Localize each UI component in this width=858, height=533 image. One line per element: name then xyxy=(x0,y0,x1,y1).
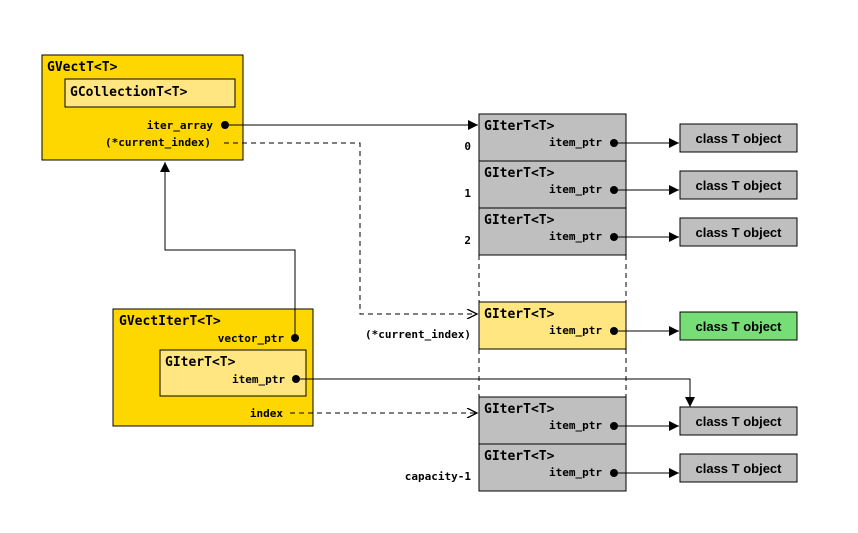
gvectiter-item-ptr-dot xyxy=(292,375,300,383)
iter-cell-field: item_ptr xyxy=(549,183,602,196)
iter-cell-index-label: 0 xyxy=(464,140,471,153)
class-object-label: class T object xyxy=(696,131,783,146)
class-object-box xyxy=(679,217,798,247)
gcollection-title: GCollectionT<T> xyxy=(70,85,188,100)
class-object-box xyxy=(679,311,798,341)
class-object-box xyxy=(679,123,798,153)
iter-cell-field: item_ptr xyxy=(549,419,602,432)
iter-cell-field: item_ptr xyxy=(549,136,602,149)
class-object-box xyxy=(679,453,798,483)
gvectiter-vector-ptr-label: vector_ptr xyxy=(218,332,285,345)
iter-cell-title: GIterT<T> xyxy=(484,402,555,417)
iter-cell-index-label: 2 xyxy=(464,234,471,247)
iter-cell-title: GIterT<T> xyxy=(484,213,555,228)
class-object-box xyxy=(679,170,798,200)
gvectiter-inner-title: GIterT<T> xyxy=(165,355,236,370)
iter-cell-field: item_ptr xyxy=(549,230,602,243)
class-object-label: class T object xyxy=(696,414,783,429)
iter-cell: GIterT<T> item_ptr 0 class T object xyxy=(464,113,798,162)
gvectiter-box: GVectIterT<T> vector_ptr GIterT<T> item_… xyxy=(112,308,314,427)
iter-cell-title: GIterT<T> xyxy=(484,166,555,181)
iter-cell-pointer-dot xyxy=(610,233,618,241)
gvectiter-inner-iter-box xyxy=(159,349,307,397)
iter-cell: GIterT<T> item_ptr capacity-1 class T objec… xyxy=(405,443,798,492)
iter-cell-pointer-dot xyxy=(610,327,618,335)
class-object-label: class T object xyxy=(696,178,783,193)
iter-cell: GIterT<T> item_ptr 1 class T object xyxy=(464,160,798,209)
iter-cell-box xyxy=(478,207,627,256)
iter-cell-box xyxy=(478,443,627,492)
iter-cell-index-label: (*current_index) xyxy=(365,328,471,341)
gvect-title: GVectT<T> xyxy=(47,60,118,75)
gvectiter-index-label: index xyxy=(250,407,283,420)
iter-cell-title: GIterT<T> xyxy=(484,307,555,322)
gvect-iter-array-label: iter_array xyxy=(147,119,214,132)
gvect-current-index-label: (*current_index) xyxy=(105,136,211,149)
iter-cell-field: item_ptr xyxy=(549,466,602,479)
iter-cell-pointer-dot xyxy=(610,186,618,194)
iter-cell-box xyxy=(478,301,627,350)
class-object-label: class T object xyxy=(696,225,783,240)
iter-cell-index-label: capacity-1 xyxy=(405,470,472,483)
iter-cell-title: GIterT<T> xyxy=(484,449,555,464)
iter-cell-pointer-dot xyxy=(610,422,618,430)
iter-cell: GIterT<T> item_ptr class T object xyxy=(478,396,798,445)
class-object-label: class T object xyxy=(696,319,783,334)
iter-cell: GIterT<T> item_ptr (*current_index) class T… xyxy=(365,301,798,350)
gcollection-box xyxy=(64,78,236,108)
gvectiter-vector-ptr-dot xyxy=(291,334,299,342)
current-index-arrow xyxy=(224,142,477,314)
class-object-box xyxy=(679,406,798,436)
gvectiter-item-ptr-label: item_ptr xyxy=(232,373,285,386)
gvect-box: GVectT<T> GCollectionT<T> iter_array (*c… xyxy=(41,54,244,161)
gvect-iter-array-dot xyxy=(221,121,229,129)
inner-item-ptr-arrow xyxy=(300,378,695,407)
iter-cell-field: item_ptr xyxy=(549,324,602,337)
iter-cell-pointer-dot xyxy=(610,469,618,477)
iter-cell-box xyxy=(478,160,627,209)
connectors xyxy=(160,120,695,413)
iter-cell-title: GIterT<T> xyxy=(484,119,555,134)
iter-cell-index-label: 1 xyxy=(464,187,471,200)
class-object-label: class T object xyxy=(696,461,783,476)
iter-cell-pointer-dot xyxy=(610,139,618,147)
vector-ptr-arrow xyxy=(160,162,296,334)
gvectiter-title: GVectIterT<T> xyxy=(119,314,221,329)
array-gap-lines xyxy=(478,255,627,397)
iter-cell: GIterT<T> item_ptr 2 class T object xyxy=(464,207,798,256)
